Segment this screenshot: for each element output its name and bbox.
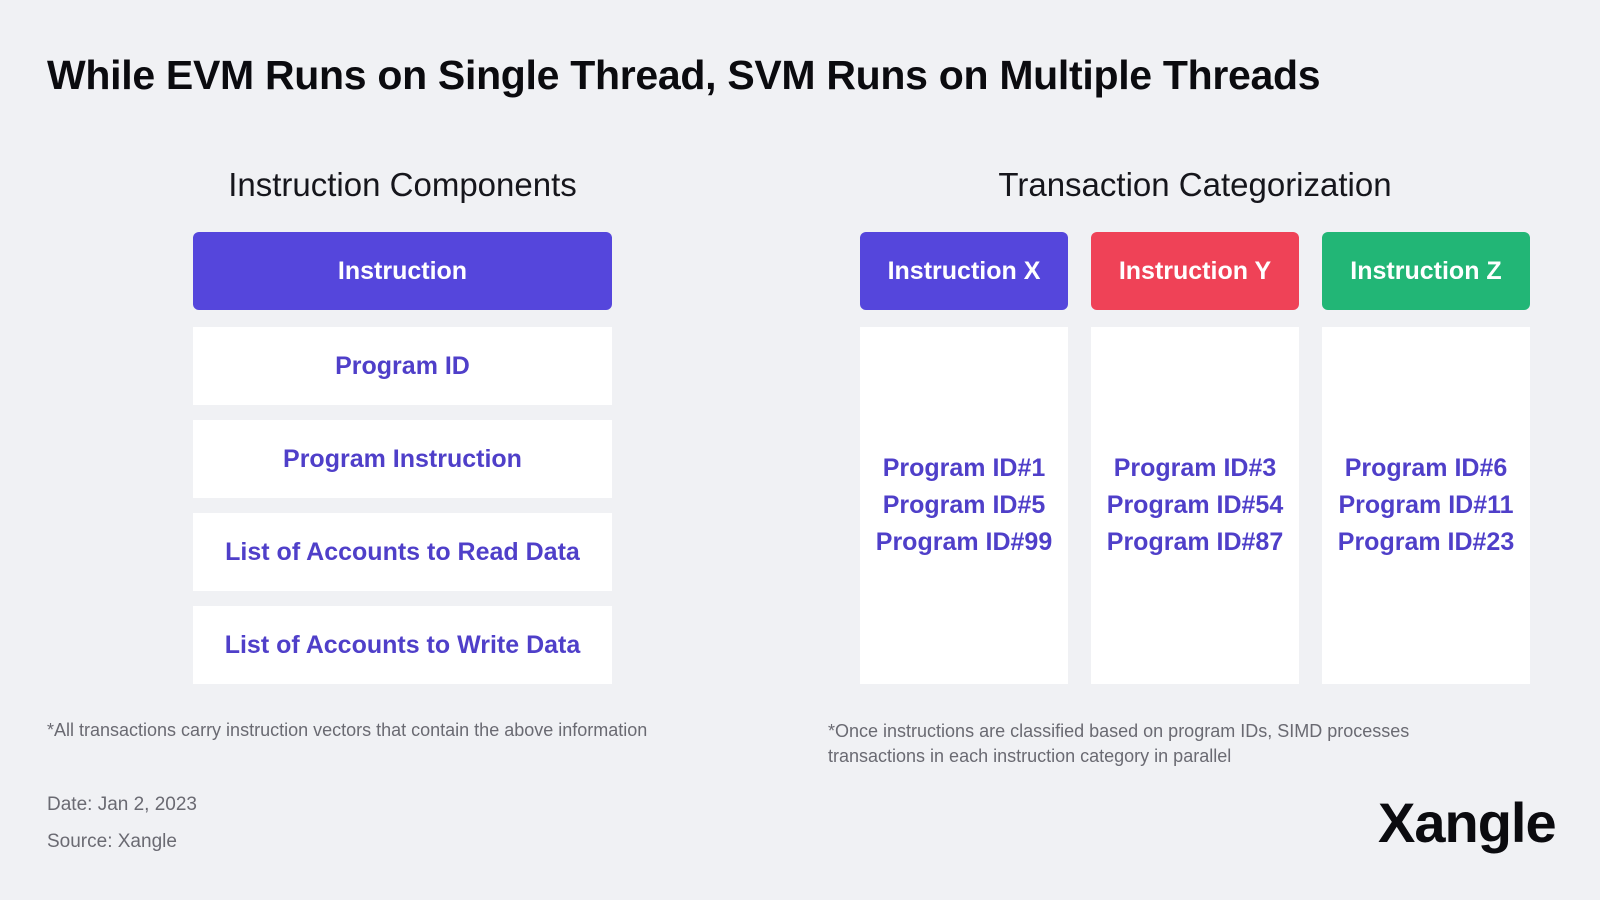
- instruction-footnote: *All transactions carry instruction vect…: [47, 720, 648, 740]
- program-id-item: Program ID#99: [875, 528, 1053, 556]
- categorization-footnote: *Once instructions are classified based …: [828, 721, 1410, 766]
- source-label: Source: Xangle: [47, 831, 177, 852]
- instruction-x-programs: Program ID#1 Program ID#5 Program ID#99: [860, 327, 1068, 684]
- instruction-z-programs: Program ID#6 Program ID#11 Program ID#23: [1322, 327, 1530, 684]
- component-program-id: Program ID: [193, 327, 612, 405]
- program-id-item: Program ID#6: [1344, 454, 1508, 482]
- program-id-item: Program ID#5: [882, 491, 1046, 519]
- program-id-item: Program ID#23: [1337, 528, 1515, 556]
- program-id-item: Program ID#11: [1338, 491, 1514, 519]
- program-id-item: Program ID#3: [1113, 454, 1277, 482]
- instruction-y-header: Instruction Y: [1091, 232, 1299, 310]
- date-label: Date: Jan 2, 2023: [47, 794, 197, 815]
- instruction-z-header: Instruction Z: [1322, 232, 1530, 310]
- xangle-logo: Xangle: [1378, 791, 1557, 854]
- instruction-x-header: Instruction X: [860, 232, 1068, 310]
- instruction-y-programs: Program ID#3 Program ID#54 Program ID#87: [1091, 327, 1299, 684]
- instruction-components-heading: Instruction Components: [228, 166, 577, 203]
- instruction-header-box: Instruction: [193, 232, 612, 310]
- program-id-item: Program ID#1: [882, 454, 1046, 482]
- component-read-accounts: List of Accounts to Read Data: [193, 513, 612, 591]
- page-title: While EVM Runs on Single Thread, SVM Run…: [47, 52, 1321, 98]
- program-id-item: Program ID#54: [1106, 491, 1284, 519]
- program-id-item: Program ID#87: [1106, 528, 1284, 556]
- transaction-categorization-heading: Transaction Categorization: [998, 166, 1392, 203]
- component-write-accounts: List of Accounts to Write Data: [193, 606, 612, 684]
- component-program-instruction: Program Instruction: [193, 420, 612, 498]
